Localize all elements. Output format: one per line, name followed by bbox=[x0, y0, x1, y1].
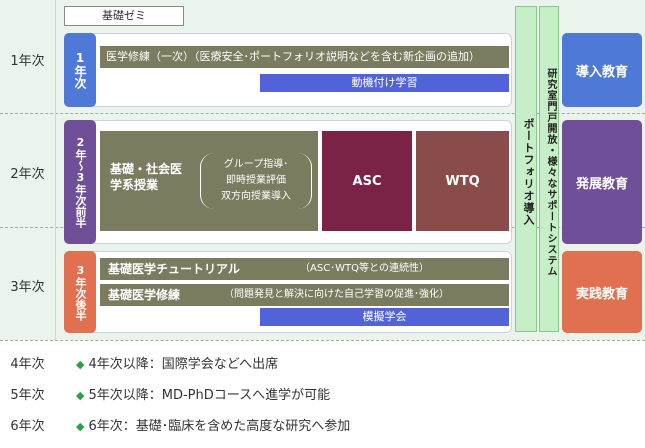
bottom-item-5: ◆5年次以降：MD-PhDコースへ進学が可能 bbox=[76, 384, 330, 403]
bottom-item-4: ◆4年次以降：国際学会などへ出席 bbox=[76, 353, 278, 372]
stage1-sub-bar: 動機付け学習 bbox=[260, 74, 509, 92]
separator-1-2 bbox=[0, 113, 645, 114]
detail-line-1: グループ指導･ bbox=[223, 159, 289, 170]
basic-medicine-detail: グループ指導･ 即時授業評価 双方向授業導入 bbox=[200, 153, 312, 209]
portfolio-column: ポートフォリオ導入 bbox=[515, 6, 537, 332]
detail-line-2: 即時授業評価 bbox=[226, 175, 286, 186]
year-label-3: 3年次 bbox=[10, 280, 45, 295]
basic-training-title: 基礎医学修練 bbox=[108, 288, 181, 302]
diamond-icon: ◆ bbox=[76, 389, 85, 402]
stage1-tab: 1年次 bbox=[64, 33, 96, 107]
divider-line bbox=[55, 0, 56, 340]
year-label-4: 4年次 bbox=[10, 357, 45, 372]
year-label-1: 1年次 bbox=[10, 54, 45, 69]
basic-medicine-title: 基礎・社会医学系授業 bbox=[110, 162, 183, 192]
basic-medicine-box: 基礎・社会医学系授業 グループ指導･ 即時授業評価 双方向授業導入 bbox=[100, 131, 318, 231]
bottom-item-6: ◆6年次：基礎･臨床を含めた高度な研究へ参加 bbox=[76, 415, 350, 434]
basic-training-note: （問題発見と解決に向けた自己学習の促進･強化） bbox=[224, 289, 449, 300]
basic-training-bar: 基礎医学修練 （問題発見と解決に向けた自己学習の促進･強化） bbox=[100, 284, 509, 306]
tutorial-bar: 基礎医学チュートリアル （ASC･WTQ等との連続性） bbox=[100, 258, 509, 280]
tutorial-note: （ASC･WTQ等との連続性） bbox=[300, 263, 429, 274]
diamond-icon: ◆ bbox=[76, 358, 85, 371]
separator-3-4 bbox=[0, 340, 645, 341]
stage1-main-bar: 医学修練（一次）（医療安全･ポートフォリオ説明などを含む新企画の追加） bbox=[100, 46, 509, 68]
detail-line-3: 双方向授業導入 bbox=[221, 191, 291, 202]
tutorial-title: 基礎医学チュートリアル bbox=[108, 262, 240, 276]
asc-box: ASC bbox=[322, 131, 412, 231]
practice-education-box: 実践教育 bbox=[562, 251, 642, 333]
wtq-box: WTQ bbox=[416, 131, 509, 231]
diamond-icon: ◆ bbox=[76, 420, 85, 433]
seminar-box: 基礎ゼミ bbox=[64, 6, 184, 26]
year-label-5: 5年次 bbox=[10, 388, 45, 403]
stage3-tab: 3年次後半 bbox=[64, 251, 96, 333]
lab-support-column: 研究室門戸開放・様々なサポートシステム bbox=[539, 6, 559, 332]
year-label-2: 2年次 bbox=[10, 167, 45, 182]
develop-education-box: 発展教育 bbox=[562, 120, 642, 244]
year-label-6: 6年次 bbox=[10, 419, 45, 434]
mock-conference-bar: 模擬学会 bbox=[260, 308, 509, 326]
intro-education-box: 導入教育 bbox=[562, 33, 642, 107]
stage2-tab: 2年〜3年次前半 bbox=[64, 120, 96, 244]
bottom-item-5-text: 5年次以降：MD-PhDコースへ進学が可能 bbox=[88, 388, 331, 403]
bottom-item-4-text: 4年次以降：国際学会などへ出席 bbox=[88, 357, 279, 372]
bottom-item-6-text: 6年次：基礎･臨床を含めた高度な研究へ参加 bbox=[88, 419, 351, 434]
stage1-panel bbox=[64, 33, 512, 107]
